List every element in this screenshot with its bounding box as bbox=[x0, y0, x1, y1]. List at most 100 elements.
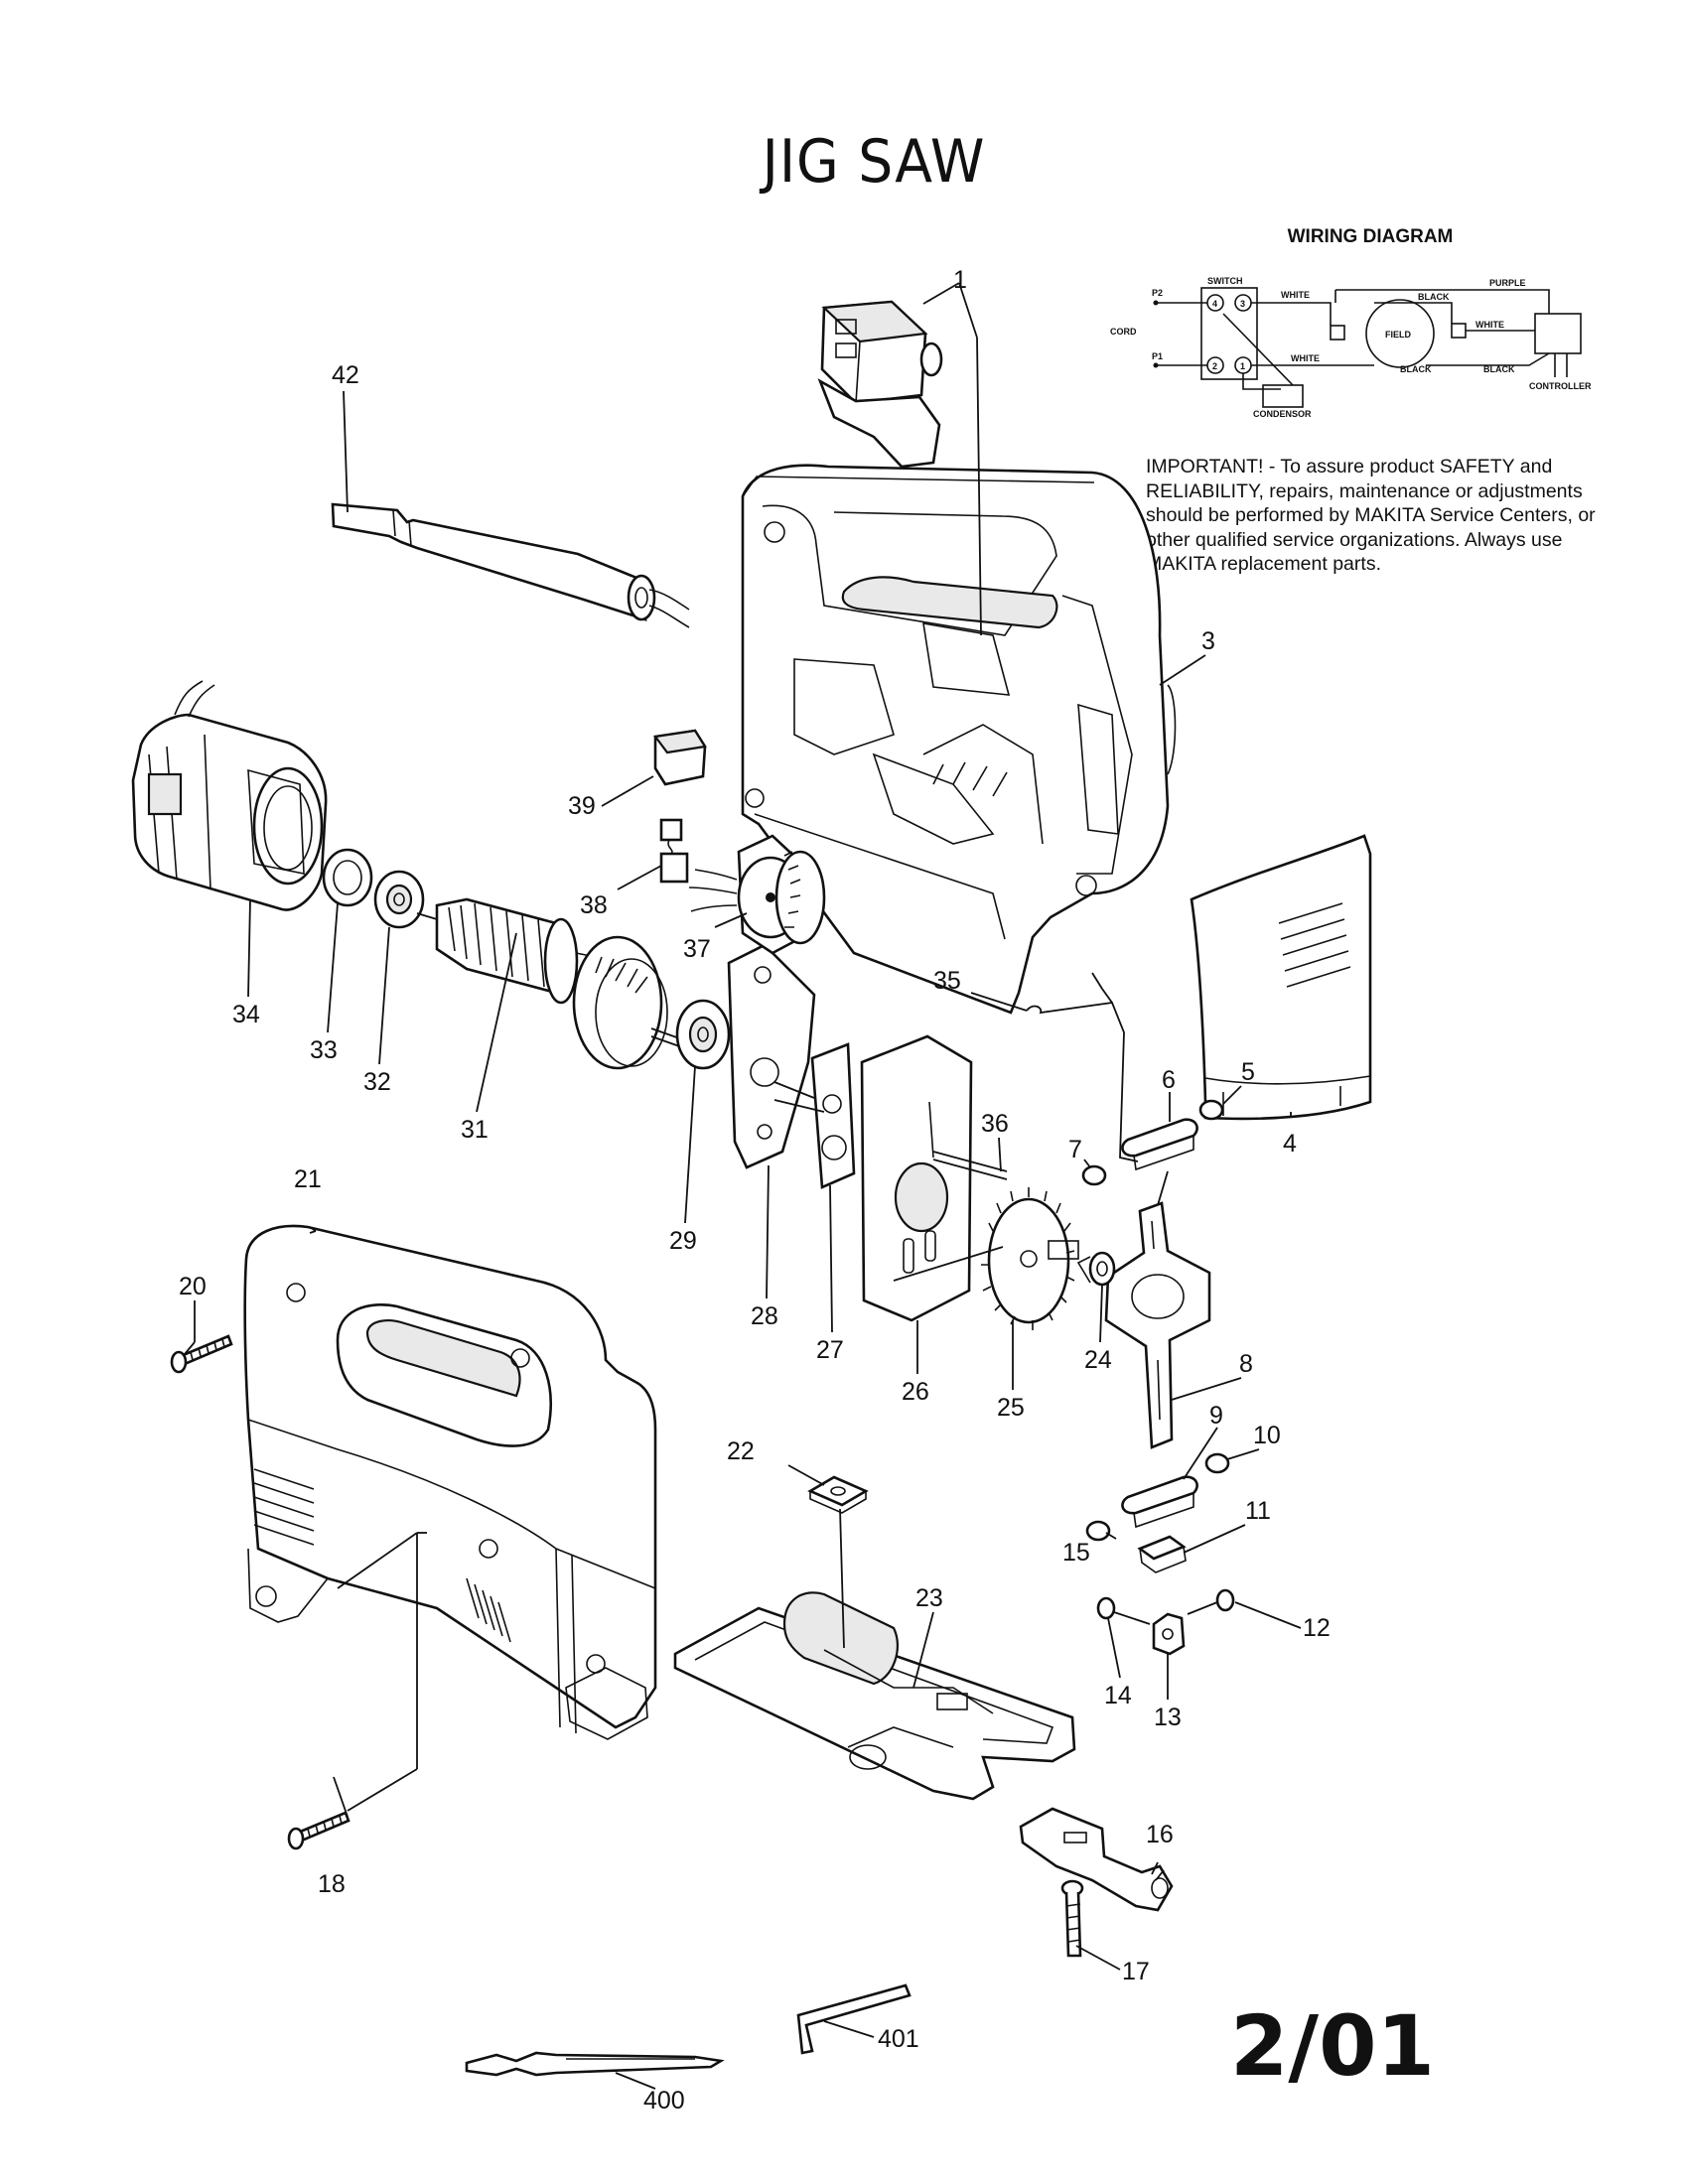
callout-25: 25 bbox=[997, 1394, 1025, 1422]
base-drawing bbox=[673, 1591, 1076, 1801]
callout-400: 400 bbox=[643, 2087, 685, 2115]
wire-white-right-label: WHITE bbox=[1475, 320, 1504, 330]
wire-black-bottom-label: BLACK bbox=[1400, 364, 1432, 374]
callout-33: 33 bbox=[310, 1036, 338, 1064]
armature-drawing bbox=[416, 897, 686, 1070]
callout-10: 10 bbox=[1253, 1422, 1281, 1449]
hex-wrench-drawing bbox=[796, 1983, 912, 2055]
slider-9-drawing bbox=[1121, 1475, 1198, 1529]
front-cover-drawing bbox=[1190, 834, 1372, 1121]
ball-bearing-32-drawing bbox=[373, 870, 425, 929]
callout-8: 8 bbox=[1239, 1350, 1253, 1378]
part-callouts: 1 3 4 5 6 7 8 9 10 11 12 13 14 15 16 17 … bbox=[179, 266, 1331, 2115]
safety-notice: IMPORTANT! - To assure product SAFETY an… bbox=[1146, 456, 1596, 575]
wire-black-top-label: BLACK bbox=[1418, 292, 1450, 302]
callout-22: 22 bbox=[727, 1437, 755, 1465]
o-ring-5 bbox=[1198, 1099, 1224, 1121]
callout-4: 4 bbox=[1283, 1130, 1297, 1158]
carbon-brush-drawing bbox=[659, 818, 689, 884]
callout-16: 16 bbox=[1146, 1821, 1174, 1848]
retaining-plate-drawing bbox=[810, 1042, 856, 1189]
callout-20: 20 bbox=[179, 1273, 207, 1300]
gear-drawing bbox=[981, 1187, 1079, 1330]
callout-38: 38 bbox=[580, 891, 608, 919]
callout-37: 37 bbox=[683, 935, 711, 963]
callout-15: 15 bbox=[1062, 1539, 1090, 1567]
plunger-drawing bbox=[1104, 1201, 1211, 1449]
callout-9: 9 bbox=[1209, 1402, 1223, 1430]
callout-13: 13 bbox=[1154, 1704, 1182, 1731]
o-ring-10 bbox=[1204, 1452, 1230, 1474]
callout-11: 11 bbox=[1245, 1497, 1271, 1525]
speed-controller-drawing bbox=[688, 834, 826, 955]
callout-34: 34 bbox=[232, 1001, 260, 1028]
condensor-box bbox=[1262, 384, 1304, 408]
o-rings-drawing bbox=[1081, 1099, 1230, 1542]
callout-26: 26 bbox=[902, 1378, 929, 1406]
motor-housing-drawing bbox=[741, 464, 1177, 1015]
switch-block bbox=[1200, 287, 1258, 380]
wire-white-bottom-label: WHITE bbox=[1291, 353, 1320, 363]
o-ring-7 bbox=[1081, 1164, 1107, 1186]
spring-drawing bbox=[1026, 972, 1139, 1162]
switch-label: SWITCH bbox=[1207, 276, 1243, 286]
wire-white-top-label: WHITE bbox=[1281, 290, 1310, 300]
bolt-17-drawing bbox=[1060, 1879, 1084, 1958]
wiring-diagram: 4 3 2 1 P2 P1 CORD SWITCH FIELD bbox=[1110, 276, 1592, 419]
cord-label: CORD bbox=[1110, 327, 1137, 337]
callout-7: 7 bbox=[1068, 1136, 1082, 1163]
bearing-box-drawing bbox=[727, 943, 816, 1169]
slider-6-drawing bbox=[1121, 1118, 1198, 1171]
callout-29: 29 bbox=[669, 1227, 697, 1255]
terminal-3-label: 3 bbox=[1240, 299, 1245, 309]
callout-32: 32 bbox=[363, 1068, 391, 1096]
lever-drawing bbox=[1019, 1807, 1174, 1912]
ball-bearing-24-drawing bbox=[1076, 1251, 1116, 1287]
callout-401: 401 bbox=[878, 2025, 919, 2053]
terminal-4-label: 4 bbox=[1212, 299, 1217, 309]
terminal-2-label: 2 bbox=[1212, 361, 1217, 371]
screw-12 bbox=[1215, 1588, 1235, 1612]
callout-35: 35 bbox=[933, 967, 961, 995]
wire-p1-label: P1 bbox=[1152, 351, 1163, 361]
revision-date: 2/01 bbox=[1229, 1997, 1436, 2095]
page-title: JIG SAW bbox=[762, 127, 986, 197]
leader-lines bbox=[184, 282, 1302, 2090]
wire-purple-label: PURPLE bbox=[1489, 278, 1526, 288]
callout-24: 24 bbox=[1084, 1346, 1112, 1374]
blade-clamp-13 bbox=[1152, 1612, 1186, 1656]
guide-plate-drawing bbox=[860, 1034, 973, 1322]
callout-12: 12 bbox=[1303, 1614, 1331, 1642]
callout-39: 39 bbox=[568, 792, 596, 820]
wiring-diagram-title: WIRING DIAGRAM bbox=[1287, 226, 1454, 247]
terminal-1-label: 1 bbox=[1240, 361, 1245, 371]
callout-1: 1 bbox=[953, 266, 967, 294]
callout-21: 21 bbox=[294, 1165, 322, 1193]
screw-14 bbox=[1096, 1596, 1116, 1620]
callout-3: 3 bbox=[1201, 627, 1215, 655]
screw-20-drawing bbox=[170, 1334, 233, 1374]
callout-36: 36 bbox=[981, 1110, 1009, 1138]
callout-5: 5 bbox=[1241, 1058, 1255, 1086]
field-drawing bbox=[131, 680, 328, 911]
blade-clamp-drawing bbox=[1096, 1588, 1235, 1656]
wire-black-right-label: BLACK bbox=[1483, 364, 1515, 374]
slider-11-drawing bbox=[1137, 1535, 1187, 1573]
condensor-label: CONDENSOR bbox=[1253, 409, 1312, 419]
callout-28: 28 bbox=[751, 1302, 778, 1330]
callout-18: 18 bbox=[318, 1870, 346, 1898]
callout-14: 14 bbox=[1104, 1682, 1132, 1709]
controller-box bbox=[1534, 313, 1582, 354]
insulation-washer-drawing bbox=[322, 848, 373, 907]
callout-27: 27 bbox=[816, 1336, 844, 1364]
callout-31: 31 bbox=[461, 1116, 489, 1144]
field-coil bbox=[1365, 299, 1435, 368]
saw-blade-drawing bbox=[465, 2051, 725, 2077]
screw-18-drawing bbox=[287, 1811, 351, 1850]
callout-42: 42 bbox=[332, 361, 359, 389]
cord-guard-drawing bbox=[331, 502, 690, 628]
brush-holder-cap-drawing bbox=[653, 729, 707, 786]
callout-23: 23 bbox=[915, 1584, 943, 1612]
controller-label: CONTROLLER bbox=[1529, 381, 1592, 391]
